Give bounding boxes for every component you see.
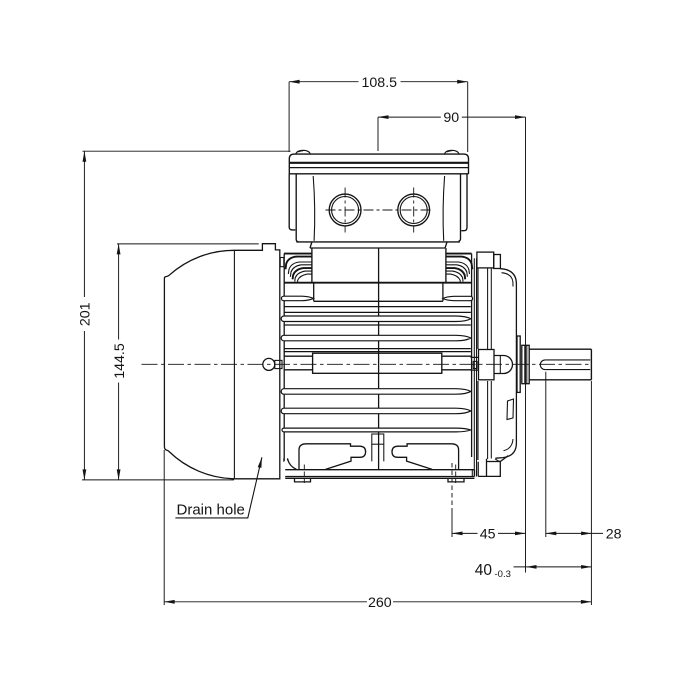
svg-text:90: 90 — [443, 110, 459, 126]
svg-text:201: 201 — [78, 302, 94, 326]
svg-text:-0.3: -0.3 — [495, 569, 511, 580]
svg-text:144.5: 144.5 — [112, 343, 128, 379]
svg-text:40: 40 — [475, 562, 493, 579]
svg-text:Drain hole: Drain hole — [177, 502, 245, 519]
svg-text:28: 28 — [606, 526, 622, 542]
svg-text:260: 260 — [368, 595, 392, 611]
svg-text:45: 45 — [480, 527, 496, 543]
svg-text:108.5: 108.5 — [362, 75, 398, 91]
